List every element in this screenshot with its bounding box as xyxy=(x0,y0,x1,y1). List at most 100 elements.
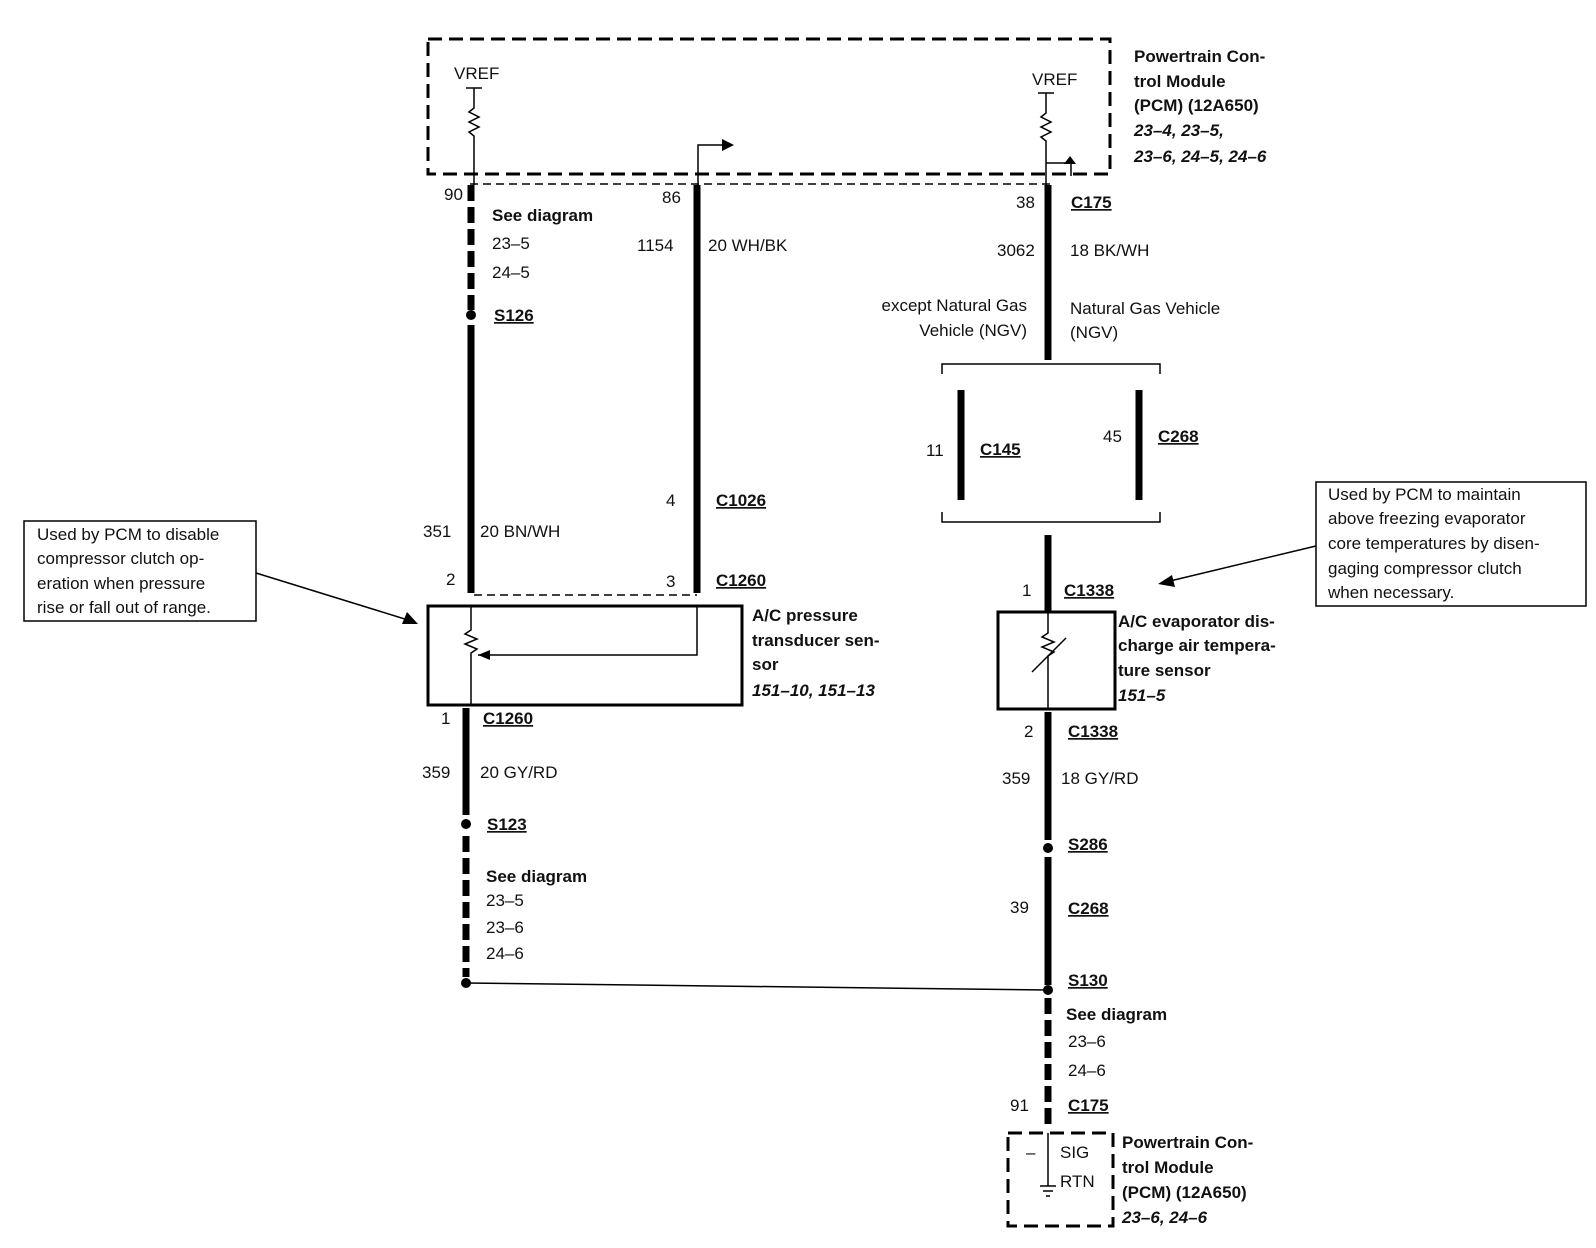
minus-label: – xyxy=(1026,1143,1036,1162)
splice-s126: S126 xyxy=(494,306,534,325)
see-diagram-left-bottom: See diagram xyxy=(486,867,587,886)
pin-38: 38 xyxy=(1016,193,1035,212)
pcm-top-title: Powertrain Con- trol Module (PCM) (12A65… xyxy=(1133,47,1267,166)
option-label: except Natural Gas xyxy=(881,296,1027,315)
pin-label: 1 xyxy=(1022,581,1031,600)
splice-dot xyxy=(1043,843,1053,853)
svg-text:Powertrain Con-: Powertrain Con- xyxy=(1134,47,1265,66)
svg-text:A/C pressure: A/C pressure xyxy=(752,606,858,625)
see-diagram-left-top: See diagram xyxy=(492,206,593,225)
pressure-sensor-box xyxy=(426,604,744,707)
connector-c268: C268 xyxy=(1068,899,1109,918)
splice-s130: S130 xyxy=(1068,971,1108,990)
pin-90: 90 xyxy=(444,185,463,204)
svg-text:when necessary.: when necessary. xyxy=(1327,583,1454,602)
connector-c175-bottom: C175 xyxy=(1068,1096,1109,1115)
left-note-text: Used by PCM to disable compressor clutch… xyxy=(37,525,219,617)
connector-c1260-bottom: C1260 xyxy=(483,709,533,728)
wire-num: 1154 xyxy=(637,236,674,255)
option-bracket-top xyxy=(941,363,1161,374)
svg-text:rise or fall out of range.: rise or fall out of range. xyxy=(37,598,211,617)
svg-text:151–5: 151–5 xyxy=(1118,686,1166,705)
arrow-icon xyxy=(402,612,418,624)
pin-label: 11 xyxy=(926,441,944,460)
svg-text:compressor clutch op-: compressor clutch op- xyxy=(37,549,204,568)
svg-text:sor: sor xyxy=(752,655,779,674)
diag-ref: 24–6 xyxy=(1068,1061,1106,1080)
svg-text:Powertrain Con-: Powertrain Con- xyxy=(1122,1133,1253,1152)
connector-c1026: C1026 xyxy=(716,491,766,510)
resistor-symbol-right xyxy=(1039,93,1053,185)
svg-text:charge air tempera-: charge air tempera- xyxy=(1118,636,1276,655)
pin-label: 45 xyxy=(1103,427,1122,446)
connector-c268-opt: C268 xyxy=(1158,427,1199,446)
svg-text:gaging compressor clutch: gaging compressor clutch xyxy=(1328,559,1522,578)
sig-rtn-label: RTN xyxy=(1060,1172,1095,1191)
pin-label: 4 xyxy=(666,491,675,510)
svg-text:core temperatures by disen-: core temperatures by disen- xyxy=(1328,534,1540,553)
svg-text:23–6, 24–5, 24–6: 23–6, 24–5, 24–6 xyxy=(1133,147,1267,166)
svg-text:trol Module: trol Module xyxy=(1134,72,1226,91)
svg-text:trol Module: trol Module xyxy=(1122,1158,1214,1177)
wire-num: 3062 xyxy=(997,241,1035,260)
svg-text:above freezing evaporator: above freezing evaporator xyxy=(1328,509,1526,528)
splice-s123: S123 xyxy=(487,815,527,834)
splice-dot xyxy=(1043,985,1053,995)
svg-text:151–10, 151–13: 151–10, 151–13 xyxy=(752,681,875,700)
flag-icon xyxy=(722,139,734,151)
wire-label: 20 WH/BK xyxy=(708,236,788,255)
pin-label: 39 xyxy=(1010,898,1029,917)
evap-sensor-title: A/C evaporator dis- charge air tempera- … xyxy=(1118,612,1276,705)
connector-c1260: C1260 xyxy=(716,571,766,590)
svg-text:Used by PCM to maintain: Used by PCM to maintain xyxy=(1328,485,1521,504)
s130-link xyxy=(465,982,1049,991)
svg-text:ture sensor: ture sensor xyxy=(1118,661,1211,680)
svg-text:23–4, 23–5,: 23–4, 23–5, xyxy=(1133,121,1224,140)
arrow-icon xyxy=(1158,575,1175,587)
ground-icon xyxy=(1040,1133,1056,1197)
wire-num: 359 xyxy=(1002,769,1030,788)
diag-ref: 23–5 xyxy=(486,891,524,910)
splice-dot xyxy=(461,819,471,829)
wire-label: 18 BK/WH xyxy=(1070,241,1149,260)
option-label: Vehicle (NGV) xyxy=(919,321,1027,340)
pcm-bottom-title: Powertrain Con- trol Module (PCM) (12A65… xyxy=(1121,1133,1253,1227)
connector-c1338-top: C1338 xyxy=(1064,581,1114,600)
wire-num: 359 xyxy=(422,763,450,782)
svg-text:transducer sen-: transducer sen- xyxy=(752,631,880,650)
svg-text:eration when pressure: eration when pressure xyxy=(37,574,205,593)
wire-label: 20 BN/WH xyxy=(480,522,560,541)
connector-c145: C145 xyxy=(980,440,1021,459)
variable-resistor-icon xyxy=(463,606,479,705)
diag-ref: 23–6 xyxy=(486,918,524,937)
diag-ref: 23–5 xyxy=(492,234,530,253)
pin-label: 1 xyxy=(441,709,450,728)
left-note-box xyxy=(23,520,257,622)
pin-86: 86 xyxy=(662,188,681,207)
option-bracket-bottom xyxy=(941,512,1161,523)
pcm-bottom-box xyxy=(1006,1131,1115,1228)
see-diagram-right: See diagram xyxy=(1066,1005,1167,1024)
svg-text:(PCM) (12A650): (PCM) (12A650) xyxy=(1122,1183,1247,1202)
diag-ref: 24–6 xyxy=(486,944,524,963)
svg-text:(PCM) (12A650): (PCM) (12A650) xyxy=(1134,96,1259,115)
right-note-text: Used by PCM to maintain above freezing e… xyxy=(1327,485,1540,602)
svg-text:A/C evaporator dis-: A/C evaporator dis- xyxy=(1118,612,1275,631)
pin-label: 3 xyxy=(666,572,675,591)
resistor-symbol-left xyxy=(467,88,481,185)
wire-label: 20 GY/RD xyxy=(480,763,557,782)
right-note-box xyxy=(1315,481,1587,607)
pin-label: 2 xyxy=(1024,722,1033,741)
evap-sensor-box xyxy=(996,610,1117,711)
pin-label: 91 xyxy=(1010,1096,1029,1115)
wire-label: 18 GY/RD xyxy=(1061,769,1138,788)
splice-dot xyxy=(466,310,476,320)
splice-s286: S286 xyxy=(1068,835,1108,854)
vref-left-label: VREF xyxy=(454,64,499,83)
pin-label: 2 xyxy=(446,570,455,589)
diag-ref: 23–6 xyxy=(1068,1032,1106,1051)
option-label: Natural Gas Vehicle xyxy=(1070,299,1220,318)
diag-ref: 24–5 xyxy=(492,263,530,282)
connector-c175-top: C175 xyxy=(1071,193,1112,212)
